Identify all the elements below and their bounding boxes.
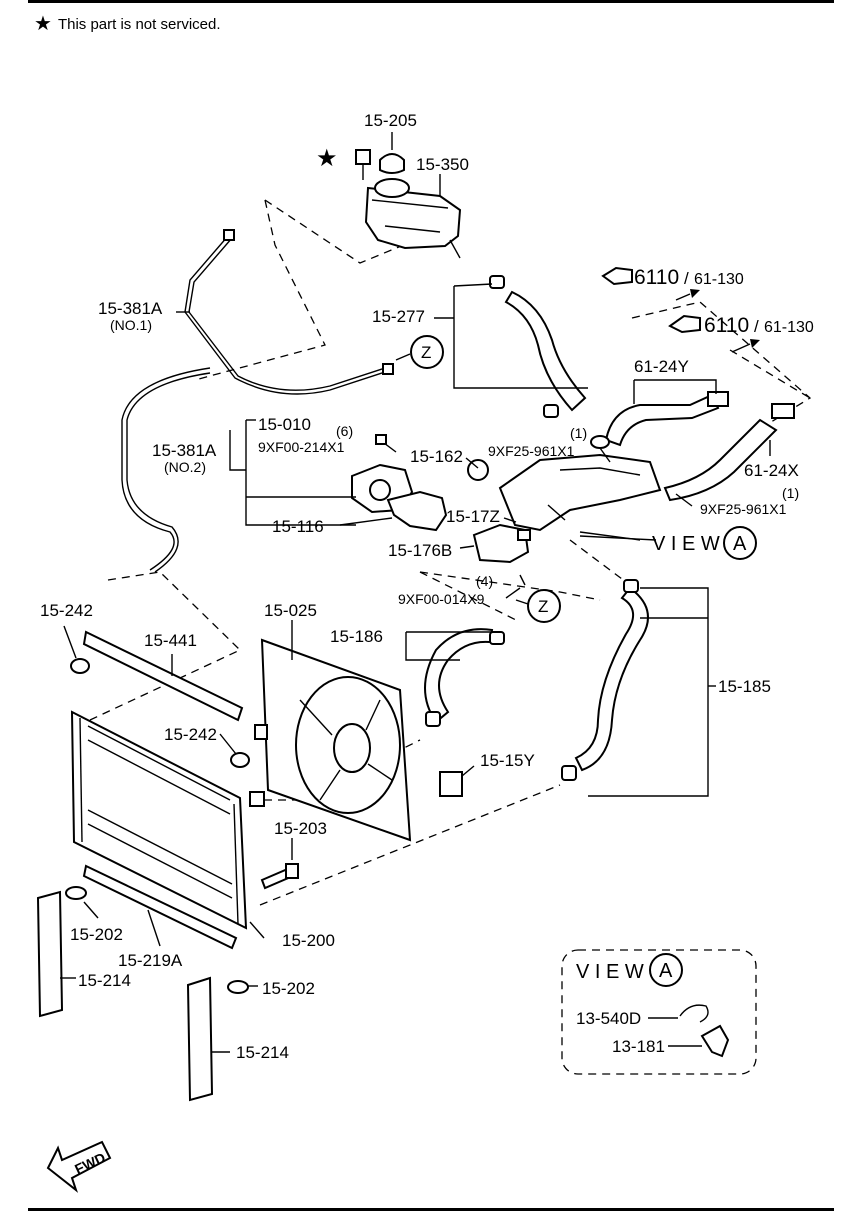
callout-z1-letter: Z <box>421 343 431 362</box>
label-15-202-right: 15-202 <box>262 979 315 998</box>
label-15-203: 15-203 <box>274 819 327 838</box>
coolant-reservoir <box>364 178 462 259</box>
label-15-219a: 15-219A <box>118 951 183 970</box>
bottom-rule <box>28 1208 834 1211</box>
label-9xf00-214x1: 9XF00-214X1 <box>258 439 345 455</box>
star-icon: ★ <box>34 13 52 35</box>
hose-15-381a-no2 <box>121 367 211 571</box>
deflector-15-214-right <box>186 976 214 1102</box>
deflector-15-214-left <box>36 890 64 1018</box>
fan-shroud <box>254 638 463 842</box>
reservoir-cap <box>379 153 405 174</box>
top-rule <box>28 0 834 3</box>
label-view-a-box: V I E W <box>576 961 644 983</box>
label-qty-4: (4) <box>476 573 493 589</box>
label-9xf25-961x1-b: 9XF25-961X1 <box>700 501 787 517</box>
water-pump-15-010 <box>351 434 448 532</box>
radiator <box>70 710 265 930</box>
label-9xf25-961x1-a: 9XF25-961X1 <box>488 443 575 459</box>
label-15-242-upper: 15-242 <box>40 601 93 620</box>
star-icon: ★ <box>316 145 338 172</box>
label-15-242-lower: 15-242 <box>164 725 217 744</box>
bushing-15-242-lower <box>230 752 250 768</box>
seal-15-441 <box>82 630 244 722</box>
label-15-185: 15-185 <box>718 677 771 696</box>
hose-15-186 <box>424 628 505 727</box>
label-15-441: 15-441 <box>144 631 197 650</box>
label-15-17z: 15-17Z <box>446 507 500 526</box>
label-15-200: 15-200 <box>282 931 335 950</box>
label-15-176b: 15-176B <box>388 541 452 560</box>
label-15-010: 15-010 <box>258 415 311 434</box>
leader-lines <box>60 132 771 1053</box>
label-view-a: V I E W <box>652 533 720 555</box>
label-13-540d: 13-540D <box>576 1009 641 1028</box>
label-qty-1a: (1) <box>570 425 587 441</box>
service-note: ★ This part is not serviced. <box>34 14 221 34</box>
callout-z2-letter: Z <box>538 597 548 616</box>
hose-61-24y <box>604 391 729 447</box>
callout-circle-view-a <box>723 526 757 560</box>
water-outlet-assembly <box>467 435 662 532</box>
label-15-350: 15-350 <box>416 155 469 174</box>
seal-15-219a <box>82 864 238 950</box>
clip-13-540d <box>679 1004 709 1023</box>
label-15-214-left: 15-214 <box>78 971 131 990</box>
ref1-code: 6110 <box>634 266 679 289</box>
label-15-116: 15-116 <box>272 517 324 536</box>
ref2-slash: / <box>754 317 759 336</box>
ref1-slash: / <box>684 269 689 288</box>
fastener-13-181 <box>700 1024 730 1058</box>
thermostat-housing <box>472 523 531 586</box>
view-a-detail-box <box>561 949 757 1075</box>
hand-pointer-icon <box>668 314 701 334</box>
label-15-025: 15-025 <box>264 601 317 620</box>
label-15-162: 15-162 <box>410 447 463 466</box>
service-note-text: This part is not serviced. <box>57 15 221 33</box>
label-15-186: 15-186 <box>330 627 383 646</box>
hand-pointer-icon <box>601 266 633 286</box>
label-15-214-right: 15-214 <box>236 1043 289 1062</box>
hose-61-24x <box>663 403 795 502</box>
label-15-205: 15-205 <box>364 111 417 130</box>
bushing-15-242-upper <box>70 658 90 674</box>
label-15-202-left: 15-202 <box>70 925 123 944</box>
ref1-page: 61-130 <box>694 271 744 288</box>
label-15-381a-no1: 15-381A <box>98 299 163 318</box>
ref2-code: 6110 <box>704 314 749 337</box>
label-15-277: 15-277 <box>372 307 425 326</box>
label-15-381a-no2-sub: (NO.2) <box>164 459 206 475</box>
bolt-15-203 <box>260 863 299 890</box>
mount-15-202-left <box>65 886 87 900</box>
ref2-page: 61-130 <box>764 319 814 336</box>
label-61-24x: 61-24X <box>744 461 799 480</box>
hose-15-277 <box>489 275 587 418</box>
callout-circle-view-a-box <box>649 953 683 987</box>
callout-circle-z2 <box>527 589 561 623</box>
label-61-24y: 61-24Y <box>634 357 689 376</box>
label-15-381a-no2: 15-381A <box>152 441 217 460</box>
bolt-not-serviced <box>355 149 371 180</box>
label-qty-6: (6) <box>336 423 353 439</box>
label-13-181: 13-181 <box>612 1037 665 1056</box>
fwd-arrow-icon <box>46 1140 112 1193</box>
label-15-15y: 15-15Y <box>480 751 535 770</box>
label-9xf00-014x9: 9XF00-014X9 <box>398 591 485 607</box>
mount-15-202-right <box>227 980 249 994</box>
callout-circle-z1 <box>410 335 444 369</box>
hose-15-381a-no1 <box>184 235 386 395</box>
callout-view-a-box-letter: A <box>659 960 673 982</box>
label-15-381a-no1-sub: (NO.1) <box>110 317 152 333</box>
label-qty-1b: (1) <box>782 485 799 501</box>
callout-view-a-letter: A <box>733 533 747 555</box>
hose-15-185 <box>561 579 649 781</box>
